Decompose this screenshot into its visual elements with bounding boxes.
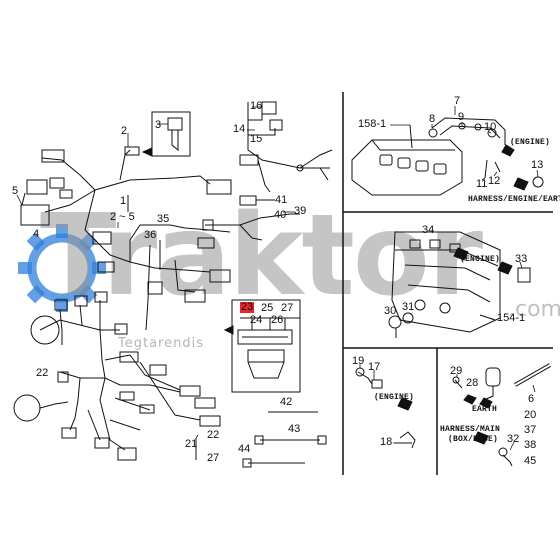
caption-earth: EARTH — [472, 405, 498, 414]
label-part-158-1: 158-1 — [358, 118, 387, 130]
label-part-26: 26 — [271, 314, 284, 326]
label-part-2-5: 2 ~ 5 — [110, 211, 135, 223]
label-part-29: 29 — [450, 365, 463, 377]
caption-harness-main: HARNESS/MAIN — [440, 425, 501, 434]
label-part-21: 21 — [185, 438, 198, 450]
label-part-10: 10 — [484, 121, 497, 133]
label-part-13: 13 — [531, 159, 544, 171]
label-part-44: 44 — [238, 443, 251, 455]
label-part-20: 20 — [524, 409, 537, 421]
label-part-154-1: 154-1 — [497, 312, 526, 324]
label-part-39: 39 — [294, 205, 307, 217]
watermark-tagline: Tegtarendis — [118, 336, 204, 351]
label-part-15: 15 — [250, 133, 263, 145]
label-part-45: 45 — [524, 455, 537, 467]
label-part-36: 36 — [144, 229, 157, 241]
label-part-22: 22 — [36, 367, 49, 379]
label-part-16: 16 — [250, 100, 263, 112]
label-part-23: 23 — [240, 301, 255, 313]
label-part-41: 41 — [275, 194, 288, 206]
label-part-18: 18 — [380, 436, 393, 448]
label-part-27: 27 — [281, 302, 294, 314]
label-part-21-27: 27 — [207, 452, 220, 464]
label-part-35: 35 — [157, 213, 170, 225]
label-part-34: 34 — [422, 224, 435, 236]
label-part-40: 40 — [274, 209, 287, 221]
label-part-43: 43 — [288, 423, 301, 435]
label-part-42: 42 — [280, 396, 293, 408]
label-part-32: 32 — [507, 433, 520, 445]
label-part-2: 2 — [121, 125, 128, 137]
watermark-domain: .com — [508, 297, 560, 322]
label-part-12: 12 — [488, 175, 501, 187]
label-part-11: 11 — [476, 178, 488, 190]
label-part-5: 5 — [12, 185, 19, 197]
label-part-38: 38 — [524, 439, 537, 451]
label-part-37: 37 — [524, 424, 537, 436]
label-part-31: 31 — [402, 301, 415, 313]
label-part-7: 7 — [454, 95, 461, 107]
label-part-6: 6 — [528, 393, 535, 405]
caption-engine-3: (ENGINE) — [374, 393, 415, 402]
label-part-9: 9 — [458, 111, 465, 123]
label-part-33: 33 — [515, 253, 528, 265]
caption-harness-engine-earth: HARNESS/ENGINE/EARTH — [468, 195, 560, 204]
label-part-24: 24 — [250, 314, 263, 326]
caption-box-fuse: (BOX/FUSE) — [448, 435, 499, 444]
label-part-4: 4 — [33, 228, 40, 240]
label-part-25: 25 — [261, 302, 274, 314]
label-part-17: 17 — [368, 361, 381, 373]
label-part-21-22: 22 — [207, 429, 220, 441]
label-part-28: 28 — [466, 377, 479, 389]
label-part-30: 30 — [384, 305, 397, 317]
label-part-14: 14 — [233, 123, 246, 135]
caption-engine-2: (ENGINE) — [460, 255, 501, 264]
caption-engine-1: (ENGINE) — [510, 138, 551, 147]
label-part-3: 3 — [155, 119, 162, 131]
label-part-19: 19 — [352, 355, 365, 367]
label-part-1: 1 — [120, 195, 127, 207]
label-part-8: 8 — [429, 113, 436, 125]
